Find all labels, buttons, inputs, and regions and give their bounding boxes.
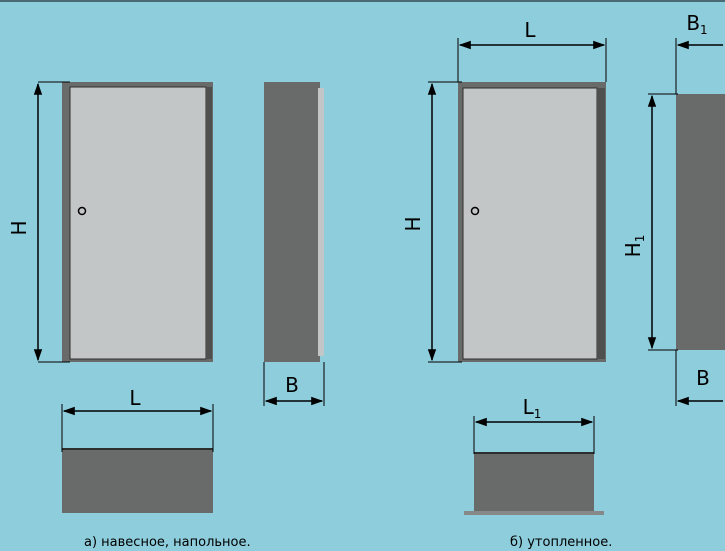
door-lock-icon [470, 206, 480, 216]
door-edge [206, 87, 212, 359]
door-edge [597, 88, 605, 359]
depth-label: B [696, 366, 710, 390]
variant-a-side-view: B [263, 82, 325, 406]
variant-a-top-view: L [61, 386, 214, 513]
cabinet-door [69, 86, 207, 360]
variant-a-front-view: H [7, 81, 213, 363]
total-depth-label: B1 [686, 11, 707, 37]
width-label: L [129, 386, 141, 410]
height-label: H [401, 216, 425, 231]
top-body-edge [62, 448, 213, 450]
cabinet-side [676, 94, 725, 350]
variant-b-top-view: L1 [464, 395, 604, 515]
variant-a-group: H B L а) навесное, напольное. [7, 81, 325, 550]
cabinet-side [264, 82, 320, 362]
cabinet-top-body [62, 450, 213, 513]
door-lock-icon [77, 206, 87, 216]
variant-b-side-view: B1 H1 B [621, 11, 725, 406]
top-border [0, 0, 725, 2]
height-h1-label: H1 [621, 235, 647, 258]
width-label: L [524, 18, 536, 42]
side-door-edge [318, 88, 324, 356]
cabinet-top-body [474, 454, 594, 512]
mounting-flange [464, 511, 604, 515]
variant-b-front-view: L H [401, 18, 607, 363]
variant-a-caption: а) навесное, напольное. [84, 535, 251, 550]
depth-label: B [285, 373, 299, 397]
top-body-edge [474, 452, 594, 454]
height-label: H [7, 220, 31, 235]
variant-b-caption: б) утопленное. [510, 535, 612, 550]
cabinet-door [462, 87, 598, 360]
variant-b-group: L H B1 H1 B [401, 11, 725, 550]
width-l1-label: L1 [523, 395, 542, 421]
